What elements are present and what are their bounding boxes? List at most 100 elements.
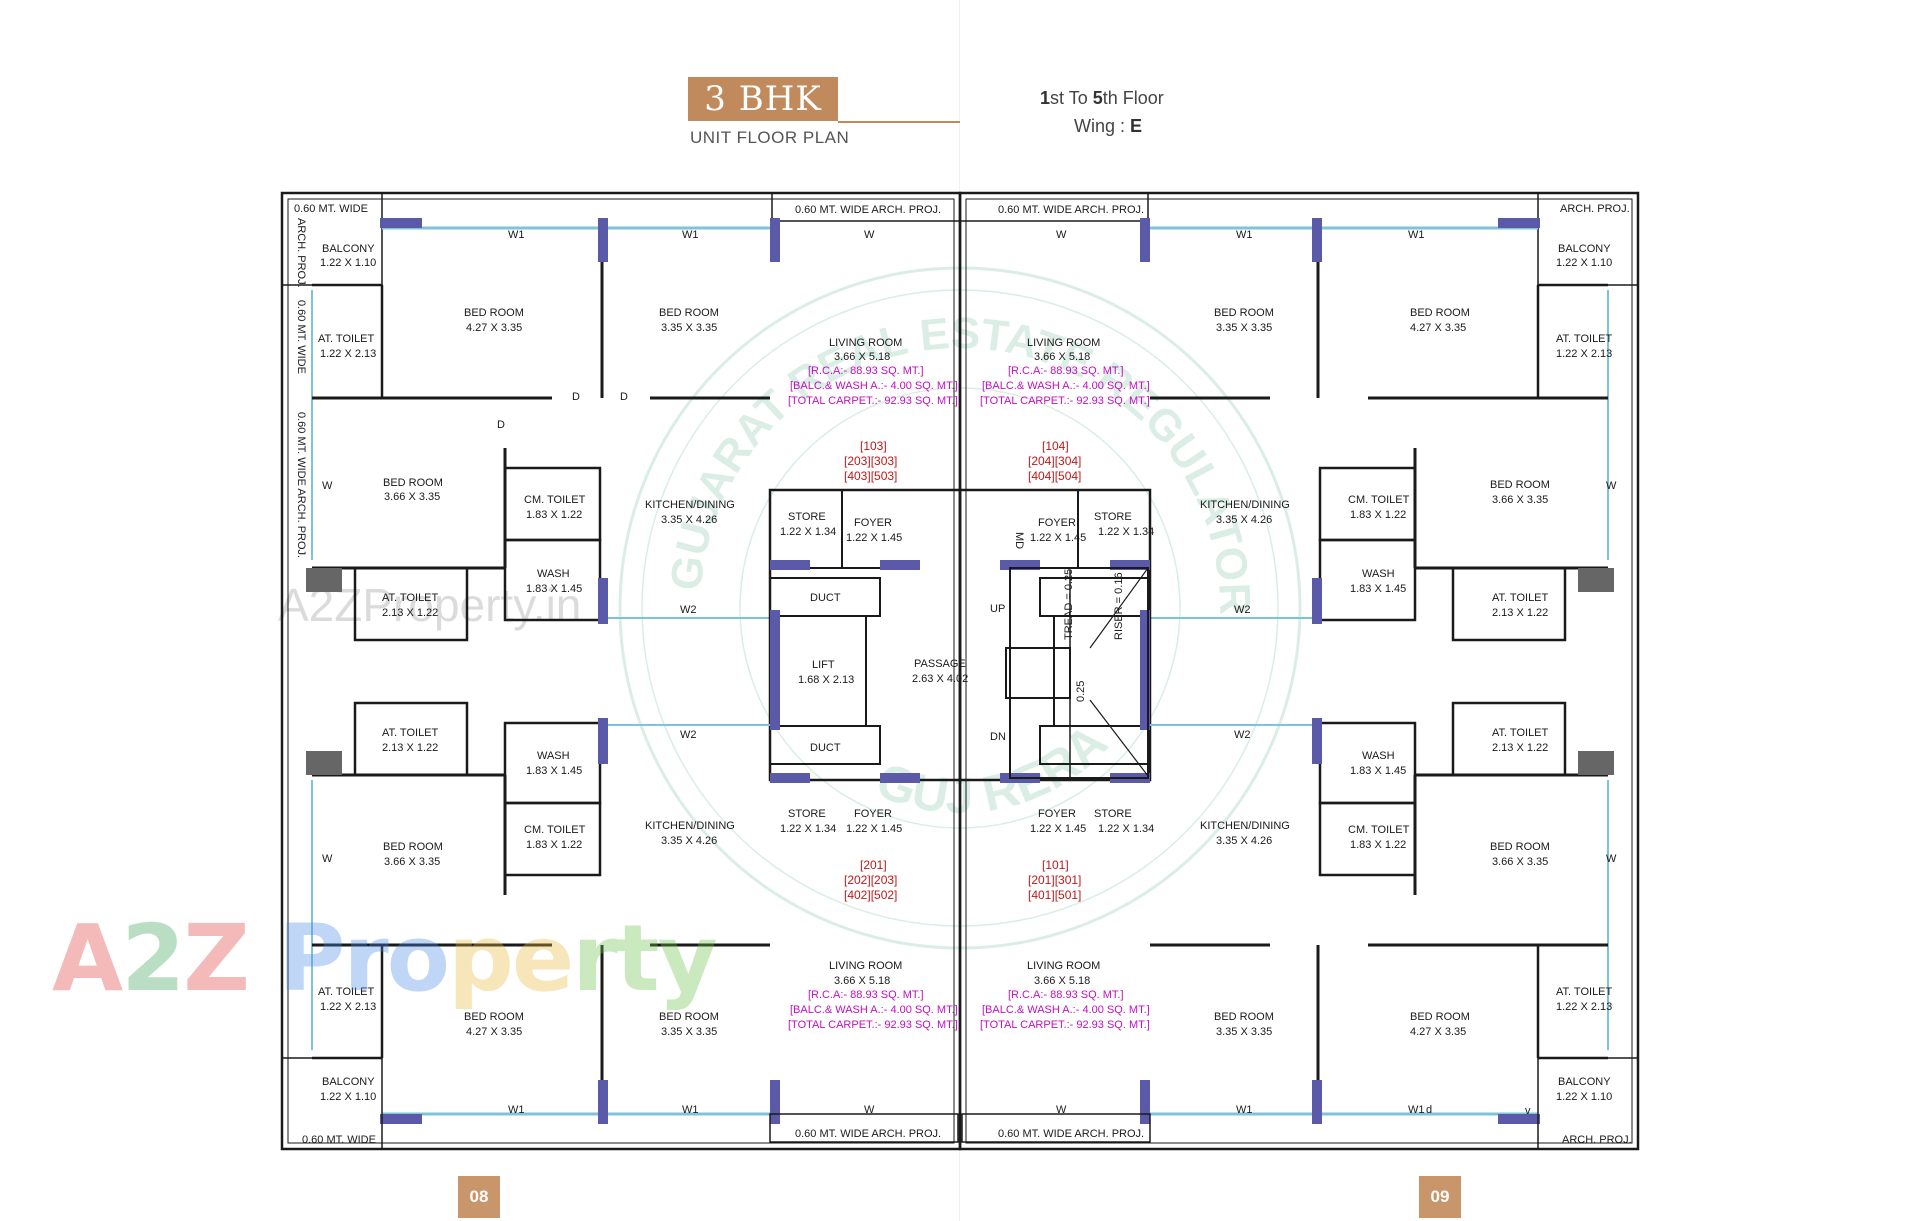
label-cm-toilet-br: CM. TOILET <box>1348 824 1410 836</box>
label-door-ds-br: d <box>1426 1104 1432 1116</box>
label-at-toilet: AT. TOILET <box>318 333 375 345</box>
label-bedroom-2-dim-bl: 3.35 X 3.35 <box>661 1026 717 1038</box>
label-w1-b-br: W1 <box>1408 1104 1425 1116</box>
label-bedroom-1-dim-bl: 4.27 X 3.35 <box>466 1026 522 1038</box>
label-living-br: LIVING ROOM <box>1027 960 1100 972</box>
brand-watermark: A2Z Property <box>52 905 718 1012</box>
label-foyer-bl: FOYER <box>854 808 892 820</box>
label-kitchen-dim-br: 3.35 X 4.26 <box>1216 835 1272 847</box>
label-w2: W2 <box>680 604 697 616</box>
label-wash: WASH <box>537 568 570 580</box>
label-vent-v-br: v <box>1525 1105 1531 1117</box>
label-bedroom-2-dim-tr: 3.35 X 3.35 <box>1216 322 1272 334</box>
label-rca-br: [R.C.A:- 88.93 SQ. MT.] <box>1008 989 1124 1001</box>
label-bedroom-3-dim-br: 3.66 X 3.35 <box>1492 856 1548 868</box>
label-at-toilet-dim: 1.22 X 2.13 <box>320 348 376 360</box>
label-balcony: BALCONY <box>322 243 375 255</box>
label-kitchen-dim-bl: 3.35 X 4.26 <box>661 835 717 847</box>
label-kitchen-bl: KITCHEN/DINING <box>645 820 735 832</box>
label-bedroom-3-dim-tr: 3.66 X 3.35 <box>1492 494 1548 506</box>
label-w2-tr: W2 <box>1234 604 1251 616</box>
label-bedroom-2-tr: BED ROOM <box>1214 307 1274 319</box>
label-living-bl: LIVING ROOM <box>829 960 902 972</box>
floor-range: 1st To 5th Floor <box>1040 88 1164 108</box>
label-up: UP <box>990 603 1005 615</box>
label-unit-no-tr-3: [404][504] <box>1028 469 1081 483</box>
label-w: W <box>864 229 875 241</box>
label-window-w-br: W <box>1606 853 1617 865</box>
label-door-d3: D <box>497 419 505 431</box>
label-arch-proj-bottom-br: 0.60 MT. WIDE ARCH. PROJ. <box>998 1128 1144 1140</box>
label-balc-br: [BALC.& WASH A.:- 4.00 SQ. MT.] <box>982 1004 1150 1016</box>
label-bedroom-1-br: BED ROOM <box>1410 1011 1470 1023</box>
label-arch-mt-wide-bl: 0.60 MT. WIDE <box>302 1134 376 1146</box>
label-unit-no-bl-3: [402][502] <box>844 888 897 902</box>
label-bedroom-3-bl: BED ROOM <box>383 841 443 853</box>
label-balcony-dim-br: 1.22 X 1.10 <box>1556 1091 1612 1103</box>
label-store-dim: 1.22 X 1.34 <box>780 526 836 538</box>
label-wash-dim-tr: 1.83 X 1.45 <box>1350 583 1406 595</box>
rera-seal-watermark: GUJARAT REAL ESTATE REGULATORY AUTHORITY… <box>0 0 1302 950</box>
label-unit-no-br-1: [101] <box>1042 858 1069 872</box>
label-wash-dim: 1.83 X 1.45 <box>526 583 582 595</box>
floor-info: 1st To 5th Floor Wing : E <box>1040 84 1164 140</box>
label-foyer-dim: 1.22 X 1.45 <box>846 532 902 544</box>
unit-top-right: ARCH. PROJ. BALCONY 1.22 X 1.10 AT. TOIL… <box>980 203 1630 619</box>
label-balcony-dim: 1.22 X 1.10 <box>320 257 376 269</box>
label-window-w-bl: W <box>322 853 333 865</box>
label-lift: LIFT <box>812 659 835 671</box>
label-at-toilet-3-dim-br: 1.22 X 2.13 <box>1556 1001 1612 1013</box>
label-door-d1: D <box>572 391 580 403</box>
label-w1-a: W1 <box>508 229 525 241</box>
label-foyer-dim-bl: 1.22 X 1.45 <box>846 823 902 835</box>
label-foyer-dim-tr: 1.22 X 1.45 <box>1030 532 1086 544</box>
label-w1-a-bl: W1 <box>508 1104 525 1116</box>
label-passage-dim: 2.63 X 4.02 <box>912 673 968 685</box>
bhk-badge: 3 BHK <box>688 77 838 121</box>
label-duct-bl: DUCT <box>810 742 841 754</box>
label-kitchen: KITCHEN/DINING <box>645 499 735 511</box>
label-foyer-tr: FOYER <box>1038 517 1076 529</box>
label-w1-a-tr: W1 <box>1236 229 1253 241</box>
label-at-toilet-3-dim-bl: 1.22 X 2.13 <box>320 1001 376 1013</box>
label-w-tr: W <box>1056 229 1067 241</box>
label-arch-mt-wide-2: 0.60 MT. WIDE <box>295 300 307 374</box>
label-duct: DUCT <box>810 592 841 604</box>
label-tread: TREAD = 0.25 <box>1063 569 1075 640</box>
core-area: PASSAGE 2.63 X 4.02 UP DN TREAD = 0.25 R… <box>912 569 1125 743</box>
label-store-tr: STORE <box>1094 511 1132 523</box>
label-at-toilet-2: AT. TOILET <box>382 592 439 604</box>
label-bedroom-1-dim-tr: 4.27 X 3.35 <box>1410 322 1466 334</box>
label-living-dim-br: 3.66 X 5.18 <box>1034 975 1090 987</box>
label-lift-dim: 1.68 X 2.13 <box>798 674 854 686</box>
label-w-br: W <box>1056 1104 1067 1116</box>
label-bedroom-2-dim: 3.35 X 3.35 <box>661 322 717 334</box>
label-bedroom-2-bl: BED ROOM <box>659 1011 719 1023</box>
label-foyer: FOYER <box>854 517 892 529</box>
label-unit-no-3: [403][503] <box>844 469 897 483</box>
label-bedroom-2-dim-br: 3.35 X 3.35 <box>1216 1026 1272 1038</box>
label-bedroom-2-br: BED ROOM <box>1214 1011 1274 1023</box>
label-arch-proj-tr: ARCH. PROJ. <box>1560 203 1630 215</box>
label-arch-proj: ARCH. PROJ. <box>295 218 307 288</box>
label-bedroom-1: BED ROOM <box>464 307 524 319</box>
label-at-toilet-tr: AT. TOILET <box>1556 333 1613 345</box>
label-foyer-br: FOYER <box>1038 808 1076 820</box>
seal-text-bottom: GUJ RERA <box>869 713 1117 824</box>
label-w1-b-tr: W1 <box>1408 229 1425 241</box>
label-unit-no-tr-1: [104] <box>1042 439 1069 453</box>
label-wash-bl: WASH <box>537 750 570 762</box>
label-arch-proj-br: ARCH. PROJ. <box>1562 1134 1632 1146</box>
label-at-toilet-dim-br: 2.13 X 1.22 <box>1492 742 1548 754</box>
label-unit-no-bl-1: [201] <box>860 858 887 872</box>
label-balcony-bl: BALCONY <box>322 1076 375 1088</box>
label-bedroom-3: BED ROOM <box>383 477 443 489</box>
label-store-dim-tr: 1.22 X 1.34 <box>1098 526 1154 538</box>
label-carpet-br: [TOTAL CARPET.:- 92.93 SQ. MT.] <box>980 1019 1150 1031</box>
label-balc-tr: [BALC.& WASH A.:- 4.00 SQ. MT.] <box>982 380 1150 392</box>
label-rca: [R.C.A:- 88.93 SQ. MT.] <box>808 365 924 377</box>
label-w1-b: W1 <box>682 229 699 241</box>
label-arch-proj-top: 0.60 MT. WIDE ARCH. PROJ. <box>795 204 941 216</box>
label-arch-proj-bottom-bl: 0.60 MT. WIDE ARCH. PROJ. <box>795 1128 941 1140</box>
